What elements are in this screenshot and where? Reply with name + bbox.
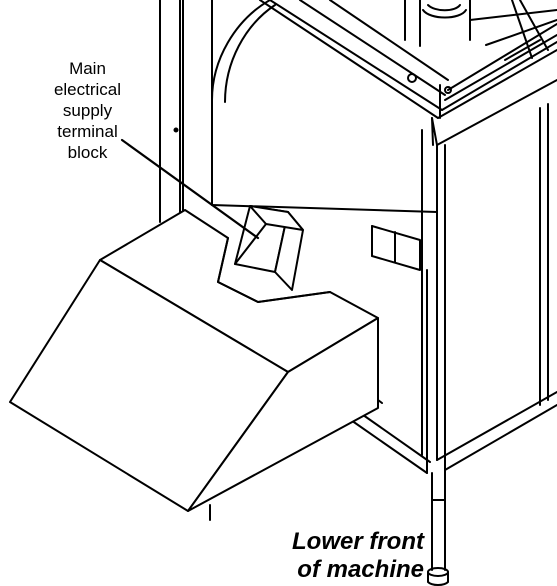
machine-frame: [159, 0, 431, 474]
callout-line-3: supply: [62, 101, 113, 120]
caption-line-1: Lower front: [292, 528, 424, 555]
upper-body: [211, 0, 557, 213]
terminal-block: [234, 205, 304, 291]
callout-line-4: terminal: [57, 122, 118, 141]
terminal-block-callout: Main electrical supply terminal block: [25, 58, 150, 163]
figure-caption: Lower front of machine: [232, 528, 424, 584]
right-side-panel: [421, 103, 557, 474]
callout-line-1: Main: [69, 59, 106, 78]
callout-leader-line: [120, 138, 260, 240]
caption-line-2: of machine: [297, 556, 424, 583]
rear-block: [371, 225, 421, 271]
machine-leg: [427, 469, 449, 586]
terminal-cover: [9, 209, 379, 521]
callout-line-2: electrical: [53, 80, 122, 99]
callout-line-5: block: [67, 143, 108, 162]
